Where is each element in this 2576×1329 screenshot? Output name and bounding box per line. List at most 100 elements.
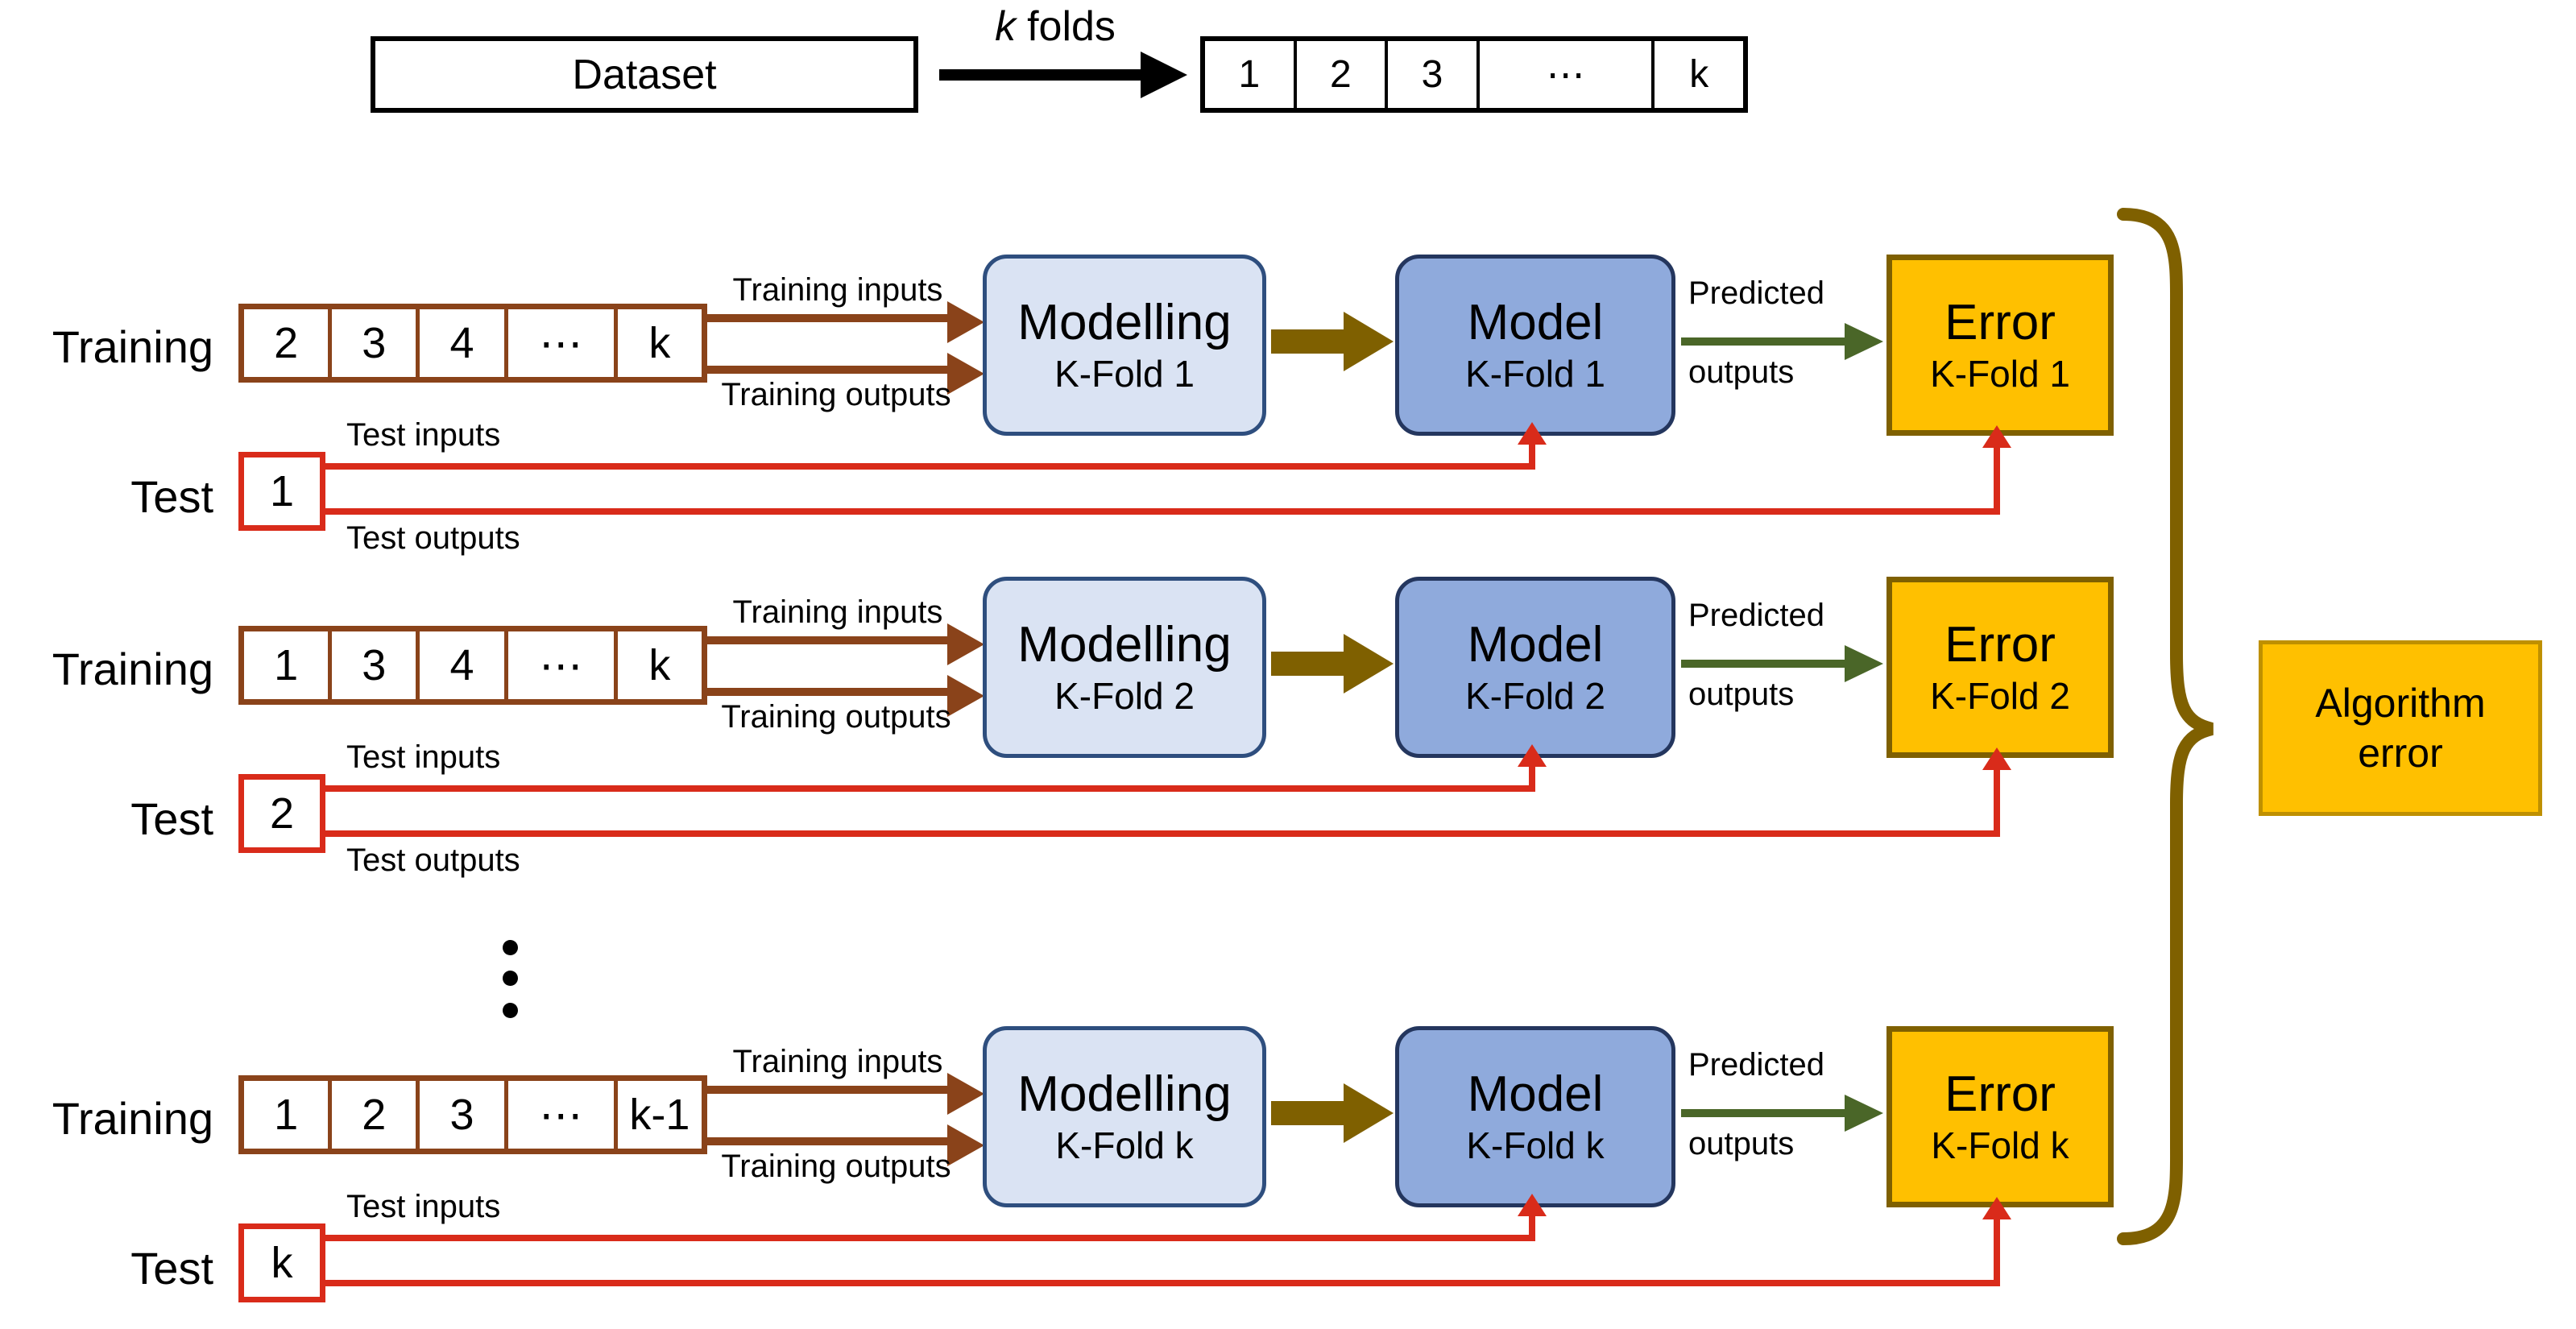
model-kfold-label: K-Fold 2: [1465, 674, 1605, 717]
training-cell-ellipsis: ⋯: [508, 1081, 618, 1149]
predicted-outputs-label-line1: Predicted: [1688, 598, 1824, 633]
modelling-box: Modelling K-Fold 2: [983, 577, 1266, 758]
predicted-outputs-label-line2: outputs: [1688, 1126, 1795, 1161]
training-cell: 2: [244, 309, 333, 377]
test-outputs-arrowhead-icon: [1982, 747, 2011, 770]
training-cell: k: [648, 641, 671, 689]
training-strip: 1 2 3 ⋯ k-1: [238, 1075, 707, 1154]
training-cell: 3: [332, 631, 420, 699]
modelling-title: Modelling: [1017, 294, 1232, 350]
modelling-to-model-arrow: [1271, 1101, 1348, 1125]
training-label: Training: [52, 644, 213, 694]
training-inputs-arrowhead-icon: [947, 301, 984, 343]
error-title: Error: [1944, 294, 2056, 350]
predicted-outputs-arrowhead-icon: [1845, 323, 1883, 360]
test-label: Test: [130, 471, 213, 522]
training-inputs-arrowhead-icon: [947, 623, 984, 665]
training-cell: 4: [420, 631, 508, 699]
model-title: Model: [1467, 616, 1604, 673]
modelling-title: Modelling: [1017, 616, 1232, 673]
test-inputs-riser: [1529, 1215, 1535, 1241]
modelling-to-model-arrowhead-icon: [1344, 1083, 1394, 1143]
training-outputs-arrow: [707, 366, 949, 374]
training-outputs-arrow: [707, 1137, 949, 1145]
model-title: Model: [1467, 294, 1604, 350]
k-folds-label: k folds: [902, 3, 1208, 50]
error-box: Error K-Fold k: [1886, 1026, 2114, 1207]
modelling-to-model-arrowhead-icon: [1344, 312, 1394, 371]
training-strip: 2 3 4 ⋯ k: [238, 304, 707, 383]
k-folds-label-rest: folds: [1027, 3, 1116, 50]
test-inputs-label: Test inputs: [346, 739, 501, 775]
test-inputs-line: [324, 785, 1535, 792]
training-inputs-arrow: [707, 1086, 949, 1094]
test-inputs-arrowhead-icon: [1518, 744, 1547, 767]
test-inputs-line: [324, 463, 1535, 470]
test-outputs-riser: [1994, 1218, 2000, 1286]
test-box: k: [238, 1223, 325, 1302]
test-inputs-arrowhead-icon: [1518, 1194, 1547, 1216]
error-kfold-label: K-Fold 2: [1930, 674, 2070, 717]
test-outputs-riser: [1994, 446, 2000, 515]
training-cell: 3: [420, 1081, 508, 1149]
training-inputs-arrowhead-icon: [947, 1073, 984, 1115]
error-kfold-label: K-Fold 1: [1930, 352, 2070, 395]
modelling-box: Modelling K-Fold k: [983, 1026, 1266, 1207]
training-cell: 1: [244, 631, 333, 699]
model-title: Model: [1467, 1066, 1604, 1122]
model-box: Model K-Fold 1: [1395, 255, 1675, 436]
modelling-box: Modelling K-Fold 1: [983, 255, 1266, 436]
predicted-outputs-label-line2: outputs: [1688, 354, 1795, 390]
training-inputs-label: Training inputs: [732, 594, 943, 630]
modelling-title: Modelling: [1017, 1066, 1232, 1122]
test-inputs-line: [324, 1235, 1535, 1241]
split-arrow-body: [939, 69, 1141, 81]
error-title: Error: [1944, 1066, 2056, 1122]
split-arrow-head-icon: [1141, 52, 1187, 98]
dataset-label: Dataset: [572, 51, 717, 98]
model-kfold-label: K-Fold 1: [1465, 352, 1605, 395]
test-outputs-riser: [1994, 768, 2000, 837]
predicted-outputs-arrow: [1681, 337, 1846, 346]
fold-cell-ellipsis: ⋯: [1480, 41, 1655, 108]
test-inputs-label: Test inputs: [346, 417, 501, 453]
fold-cell: 2: [1297, 41, 1389, 108]
training-outputs-arrow: [707, 688, 949, 696]
training-cell-ellipsis: ⋯: [508, 631, 618, 699]
training-cell: 2: [332, 1081, 420, 1149]
test-outputs-line: [324, 508, 2000, 515]
algorithm-error-line2: error: [2358, 731, 2443, 776]
algorithm-error-box: Algorithm error: [2259, 640, 2542, 816]
modelling-kfold-label: K-Fold 2: [1054, 674, 1195, 717]
modelling-to-model-arrowhead-icon: [1344, 634, 1394, 693]
modelling-kfold-label: K-Fold 1: [1054, 352, 1195, 395]
predicted-outputs-label-line1: Predicted: [1688, 1047, 1824, 1083]
test-outputs-line: [324, 1280, 2000, 1286]
test-inputs-riser: [1529, 443, 1535, 470]
error-box: Error K-Fold 2: [1886, 577, 2114, 758]
training-cell: 1: [244, 1081, 333, 1149]
fold-row-k: Training 1 2 3 ⋯ k-1 Training inputs Tra…: [0, 1026, 2576, 1329]
k-folds-label-k: k: [995, 3, 1017, 50]
fold-cell: 1: [1205, 41, 1297, 108]
fold-row-2: Training 1 3 4 ⋯ k Training inputs Train…: [0, 577, 2576, 887]
test-outputs-arrowhead-icon: [1982, 1197, 2011, 1219]
predicted-outputs-arrow: [1681, 660, 1846, 668]
error-kfold-label: K-Fold k: [1931, 1124, 2069, 1166]
predicted-outputs-label-line1: Predicted: [1688, 275, 1824, 311]
training-inputs-arrow: [707, 314, 949, 322]
training-outputs-label: Training outputs: [721, 1149, 951, 1184]
test-label: Test: [130, 793, 213, 844]
training-inputs-label: Training inputs: [732, 1044, 943, 1079]
model-box: Model K-Fold k: [1395, 1026, 1675, 1207]
training-cell: k: [648, 319, 671, 367]
test-outputs-label: Test outputs: [346, 843, 520, 878]
test-inputs-arrowhead-icon: [1518, 422, 1547, 445]
test-outputs-label: Test outputs: [346, 520, 520, 556]
fold-row-1: Training 2 3 4 ⋯ k Training inputs Train…: [0, 255, 2576, 565]
test-box: 2: [238, 774, 325, 853]
training-outputs-arrowhead-icon: [947, 353, 984, 395]
training-strip: 1 3 4 ⋯ k: [238, 626, 707, 705]
curly-brace-icon: [2117, 208, 2214, 1245]
